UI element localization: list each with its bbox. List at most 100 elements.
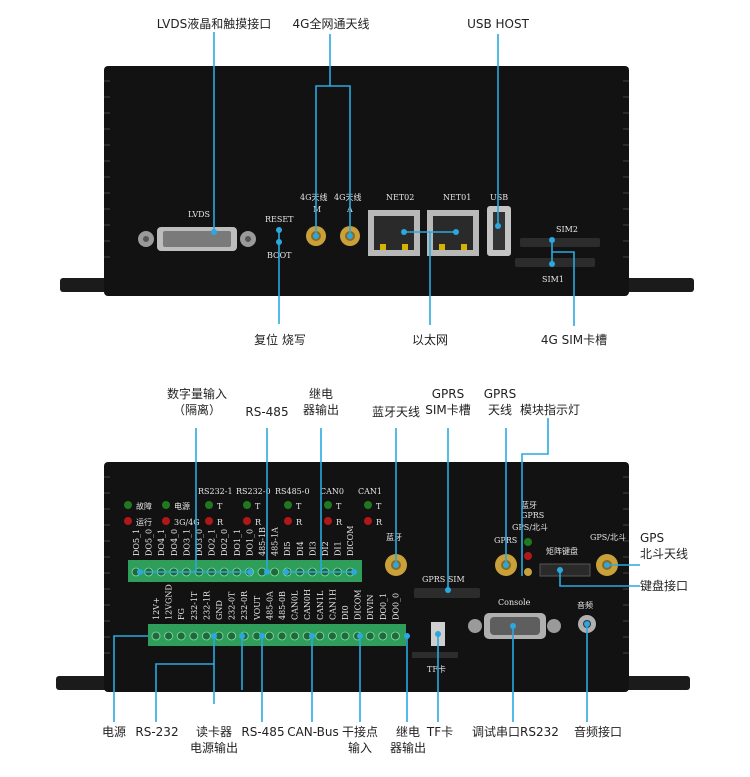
lower-terminal-screw <box>164 631 174 641</box>
bottom-lower-leader-lines <box>113 621 590 722</box>
lower-terminal-pin-label: CAN0H <box>303 589 312 620</box>
module-led-label-gprs: GPRS <box>521 511 544 520</box>
upper-terminal-pin-label: DO4_0 <box>170 529 179 556</box>
lvds-connector <box>138 227 256 251</box>
sim1-slot <box>515 258 595 267</box>
led-fault <box>124 501 132 509</box>
lower-terminal-pin-label: 12VGND <box>165 584 174 620</box>
lower-terminal-pin-label: 232-1R <box>202 590 211 620</box>
upper-terminal-pin-label: 485-1B <box>258 527 267 556</box>
upper-terminal-pin-label: DO2_1 <box>208 529 217 556</box>
callout-rs485-bottom: RS-485 <box>241 725 285 739</box>
upper-terminal-pin-label: DI2 <box>321 541 330 556</box>
svg-text:T: T <box>217 502 223 511</box>
lower-terminal-pin-label: 232-1T <box>190 591 199 620</box>
sim2-label: SIM2 <box>556 225 578 234</box>
callout-can-bus: CAN-Bus <box>287 725 339 739</box>
callout-debug-serial: 调试串口RS232 <box>472 725 559 739</box>
callout-4g-sim: 4G SIM卡槽 <box>540 333 608 347</box>
ant-a-label: 4G天线 <box>334 192 361 202</box>
module-led-label-gps: GPS/北斗 <box>512 523 548 532</box>
callout-module-led: 模块指示灯 <box>519 403 580 417</box>
lower-terminal-screw <box>176 631 186 641</box>
module-led-label-bt: 蓝牙 <box>521 500 537 510</box>
tr-labels: TR TR TR TR TR <box>217 502 383 527</box>
lower-terminal-pin-label: 232-0R <box>240 590 249 620</box>
keyboard-connector <box>539 563 591 577</box>
lower-terminal-pin-label: DICOM <box>354 590 363 620</box>
svg-text:R: R <box>296 518 303 527</box>
console-panel-label: Console <box>498 598 531 607</box>
top-cooling-fins <box>104 80 629 258</box>
bottom-upper-leader-lines <box>137 418 640 593</box>
callout-power: 电源 <box>101 725 126 739</box>
comm-leds <box>205 501 372 525</box>
upper-terminal-pin-label: DO1_1 <box>233 529 242 556</box>
lower-terminal-pin-label: CAN1H <box>328 589 337 620</box>
callout-tf-card: TF卡 <box>426 725 454 739</box>
callout-digital-input: 数字量输入 （隔离） <box>166 387 227 417</box>
gprs-sim-slot <box>414 588 480 598</box>
callout-ethernet: 以太网 <box>411 333 448 347</box>
ant-m-label: 4G天线 <box>300 192 327 202</box>
bluetooth-panel-label: 蓝牙 <box>386 532 402 542</box>
lower-terminal-screw <box>327 631 337 641</box>
lower-terminal-pin-label: CAN1L <box>316 590 325 620</box>
svg-text:R: R <box>217 518 224 527</box>
net01-label: NET01 <box>443 193 471 202</box>
callout-relay-bottom: 继电 器输出 <box>389 725 426 755</box>
led-run <box>124 517 132 525</box>
matrix-keyboard-label: 矩阵键盘 <box>546 546 578 556</box>
callout-lvds-touch: LVDS液晶和触摸接口 <box>156 17 272 31</box>
callout-rs485-top: RS-485 <box>245 405 289 419</box>
lower-terminal-pin-label: CAN0L <box>291 590 300 620</box>
upper-terminal-pin-label: 485-1A <box>271 527 280 556</box>
lower-terminal-screw <box>315 631 325 641</box>
callout-audio: 音频接口 <box>573 725 622 739</box>
callout-card-reader: 读卡器 电源输出 <box>189 725 238 755</box>
callout-gps: GPS 北斗天线 <box>640 531 689 561</box>
rs485-0-label: RS485-0 <box>275 487 310 496</box>
audio-panel-label: 音频 <box>577 600 593 610</box>
svg-text:T: T <box>376 502 382 511</box>
callout-rs232: RS-232 <box>135 725 179 739</box>
lower-terminal-pin-label: 485-0A <box>265 591 274 620</box>
top-leader-lines <box>211 32 575 326</box>
svg-text:R: R <box>336 518 343 527</box>
callout-usb-host: USB HOST <box>467 17 529 31</box>
led-3g4g-label: 3G/4G <box>174 518 200 527</box>
lower-terminal-pin-label: FG <box>177 608 186 620</box>
upper-terminal-pin-label: DICOM <box>346 526 355 556</box>
ethernet-port-net01 <box>427 210 479 256</box>
lower-terminal-pin-label: DI0 <box>341 605 350 620</box>
usb-label: USB <box>490 193 508 202</box>
upper-terminal-pin-label: DO5_0 <box>145 529 154 556</box>
net02-label: NET02 <box>386 193 414 202</box>
callout-gprs-antenna: GPRS 天线 <box>483 387 517 417</box>
lower-terminal-screw <box>378 631 388 641</box>
upper-terminal-pin-label: DI5 <box>283 541 292 556</box>
ant-m-sub-label: M <box>313 205 321 214</box>
module-leds <box>524 538 532 576</box>
led-power-label: 电源 <box>174 501 190 511</box>
lower-terminal-pin-label: VOUT <box>253 595 262 621</box>
upper-terminal-block <box>128 560 362 582</box>
lower-terminal-screw <box>290 631 300 641</box>
svg-text:T: T <box>255 502 261 511</box>
upper-terminal-screw <box>270 567 280 577</box>
lower-terminal-screw <box>189 631 199 641</box>
lvds-label: LVDS <box>188 210 210 219</box>
rs232-0-label: RS232-0 <box>236 487 271 496</box>
led-power <box>162 501 170 509</box>
lower-terminal-pin-label: DO0_1 <box>379 593 388 620</box>
bottom-cooling-fins <box>104 476 629 654</box>
can1-label: CAN1 <box>358 487 382 496</box>
lower-terminal-screw <box>201 631 211 641</box>
upper-terminal-pin-label: DO3_1 <box>182 529 191 556</box>
gprs-sim-panel-label: GPRS SIM <box>422 575 465 584</box>
lower-terminal-pin-label: GND <box>215 600 224 620</box>
upper-terminal-pin-label: DO1_0 <box>245 529 254 556</box>
lower-terminal-pin-label: 232-0T <box>228 591 237 620</box>
